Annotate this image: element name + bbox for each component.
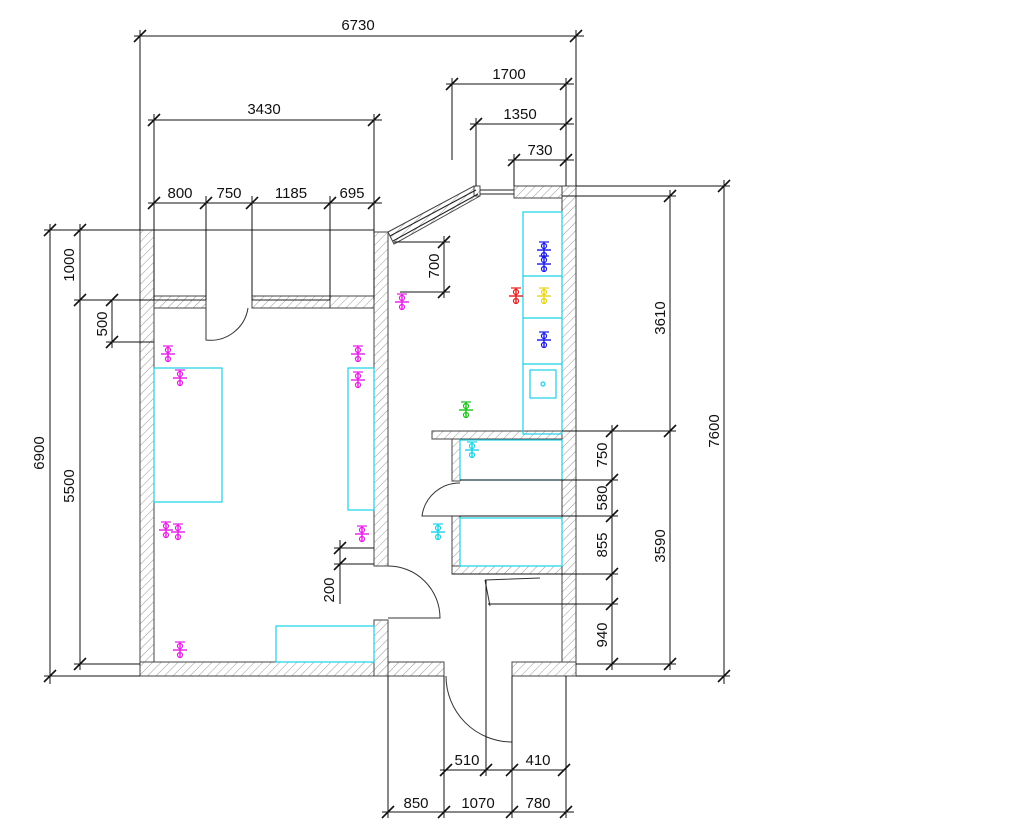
wall-partition-b xyxy=(251,295,331,309)
dim-right-3610: 3610 xyxy=(652,301,669,334)
dim-right-750: 750 xyxy=(594,442,611,467)
outlet-cyan-2 xyxy=(430,523,446,541)
outlet-blue-3 xyxy=(536,331,552,349)
bed-left xyxy=(153,367,223,503)
wall-bottom-left xyxy=(139,661,391,677)
dim-left-6900: 6900 xyxy=(31,436,48,469)
wall-corridor-top xyxy=(431,430,563,440)
dim-top-1185: 1185 xyxy=(275,185,307,202)
windows xyxy=(140,189,514,301)
outlet-cyan-1 xyxy=(464,441,480,459)
dim-bottom-780: 780 xyxy=(525,795,550,812)
wall-left-outer xyxy=(139,229,155,677)
walls xyxy=(139,185,577,677)
dim-right-580: 580 xyxy=(594,485,611,510)
outlet-magenta-4 xyxy=(170,523,186,541)
door-closet xyxy=(484,577,541,607)
dim-top-1700: 1700 xyxy=(492,66,525,83)
dim-bottom-1070: 1070 xyxy=(461,795,494,812)
wall-bath-lower xyxy=(451,515,461,575)
outlet-blue-2 xyxy=(536,255,552,273)
wardrobe-right xyxy=(347,367,375,511)
dim-mid-200: 200 xyxy=(321,577,338,602)
bath-fixture-lower xyxy=(459,517,563,567)
kitchen-sink xyxy=(529,369,557,399)
dim-left-5500: 5500 xyxy=(61,469,78,502)
outlet-magenta-3 xyxy=(158,521,174,539)
outlet-magenta-6 xyxy=(350,345,366,363)
wall-bath-bottom xyxy=(451,565,563,575)
wall-bottom-right xyxy=(511,661,577,677)
outlet-magenta-1 xyxy=(160,345,176,363)
dim-bottom-410: 410 xyxy=(525,752,550,769)
door-balcony xyxy=(205,307,249,341)
desk-bottom xyxy=(275,625,375,663)
dim-top-1350: 1350 xyxy=(503,106,536,123)
dim-top-800: 800 xyxy=(167,185,192,202)
doors xyxy=(205,307,541,743)
wall-central-upper xyxy=(373,231,389,567)
outlet-magenta-5 xyxy=(172,641,188,659)
wall-partition-c xyxy=(329,295,375,309)
dimension-labels: 6730 3430 800 750 1185 695 1700 1350 730… xyxy=(31,17,723,812)
wall-bath-upper xyxy=(451,438,461,482)
dim-top-3430: 3430 xyxy=(247,101,280,118)
dim-right-7600: 7600 xyxy=(706,414,723,447)
dim-top-total: 6730 xyxy=(341,17,374,34)
outlet-magenta-7 xyxy=(350,371,366,389)
dim-bottom-850: 850 xyxy=(403,795,428,812)
dim-mid-700: 700 xyxy=(426,253,443,278)
outlet-magenta-9 xyxy=(394,293,410,311)
outlet-magenta-2 xyxy=(172,369,188,387)
dim-bottom-510: 510 xyxy=(454,752,479,769)
bath-fixture-upper xyxy=(459,439,563,481)
dim-right-855: 855 xyxy=(594,532,611,557)
kitchen-counter xyxy=(522,211,563,435)
dim-right-3590: 3590 xyxy=(652,529,669,562)
wall-top-right xyxy=(513,185,567,199)
door-bathroom xyxy=(421,482,461,517)
outlet-green xyxy=(458,401,474,419)
dim-left-1000: 1000 xyxy=(61,248,78,281)
wall-central-lower xyxy=(373,619,389,677)
outlet-red xyxy=(508,287,524,305)
outlet-magenta-8 xyxy=(354,525,370,543)
dim-left-500: 500 xyxy=(94,311,111,336)
dimension-lines xyxy=(43,29,731,819)
wall-partition-a xyxy=(153,295,207,309)
furniture xyxy=(153,211,563,663)
door-entrance xyxy=(445,675,513,743)
outlet-yellow xyxy=(536,287,552,305)
wall-bottom-mid xyxy=(387,661,445,677)
door-room xyxy=(387,565,441,619)
dim-right-940: 940 xyxy=(594,622,611,647)
dim-top-730: 730 xyxy=(527,142,552,159)
dim-top-750: 750 xyxy=(216,185,241,202)
dim-top-695: 695 xyxy=(339,185,364,202)
